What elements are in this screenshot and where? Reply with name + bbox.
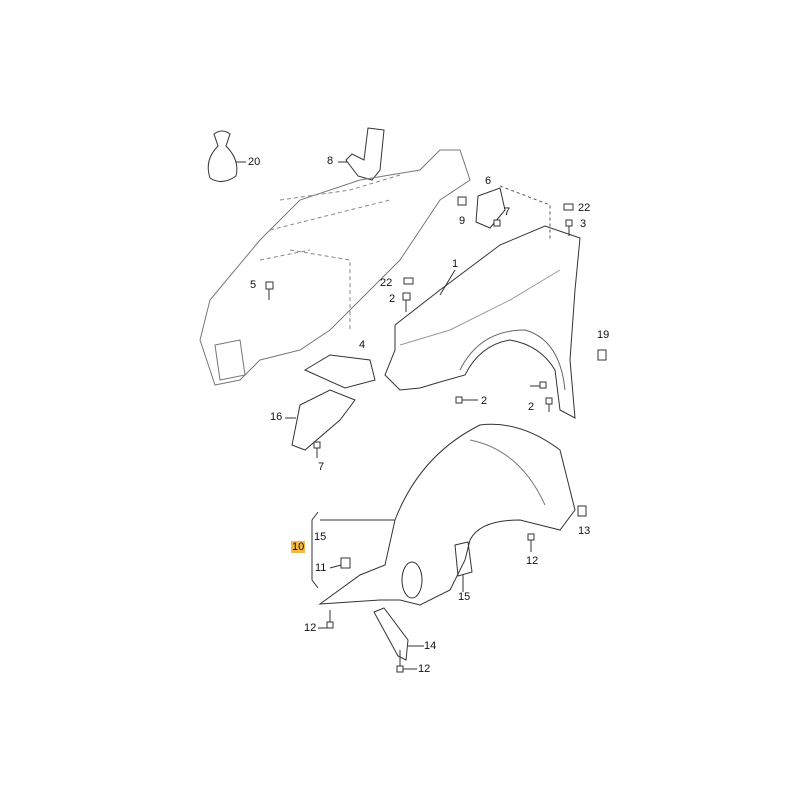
callout-16: 16 [270, 411, 283, 423]
callout-4: 4 [359, 339, 366, 351]
callout-12: 12 [304, 622, 317, 634]
callout-19: 19 [597, 329, 610, 341]
callout-2: 2 [481, 395, 488, 407]
part-10-wheelhouse-liner [318, 423, 576, 606]
part-14-bracket [373, 607, 409, 661]
callout-2: 2 [389, 293, 396, 305]
callout-3: 3 [580, 218, 587, 230]
part-20-cover [207, 130, 238, 182]
part-15-seal [454, 541, 473, 577]
part-1-fender [384, 225, 581, 419]
part-4-bracket [303, 354, 376, 389]
callout-11: 11 [315, 562, 327, 574]
callout-2: 2 [528, 401, 535, 413]
callout-12: 12 [418, 663, 431, 675]
callout-9: 9 [459, 215, 466, 227]
body-frame [199, 149, 471, 386]
callout-1: 1 [452, 258, 459, 270]
callout-22: 22 [380, 277, 393, 289]
callout-7: 7 [504, 206, 511, 218]
callout-12: 12 [526, 555, 539, 567]
callout-5: 5 [250, 279, 257, 291]
callout-7: 7 [318, 461, 325, 473]
callout-15: 15 [458, 591, 471, 603]
callout-20: 20 [248, 156, 261, 168]
callout-22: 22 [578, 202, 591, 214]
callout-15: 15 [314, 531, 327, 543]
part-8-bracket [345, 127, 385, 181]
part-16-bracket [291, 389, 356, 451]
callout-13: 13 [578, 525, 591, 537]
callout-10-highlighted[interactable]: 10 [291, 541, 306, 553]
callout-6: 6 [485, 175, 492, 187]
callout-14: 14 [424, 640, 437, 652]
bolts [265, 196, 607, 673]
callout-8: 8 [327, 155, 334, 167]
part-6-bracket [475, 187, 506, 229]
